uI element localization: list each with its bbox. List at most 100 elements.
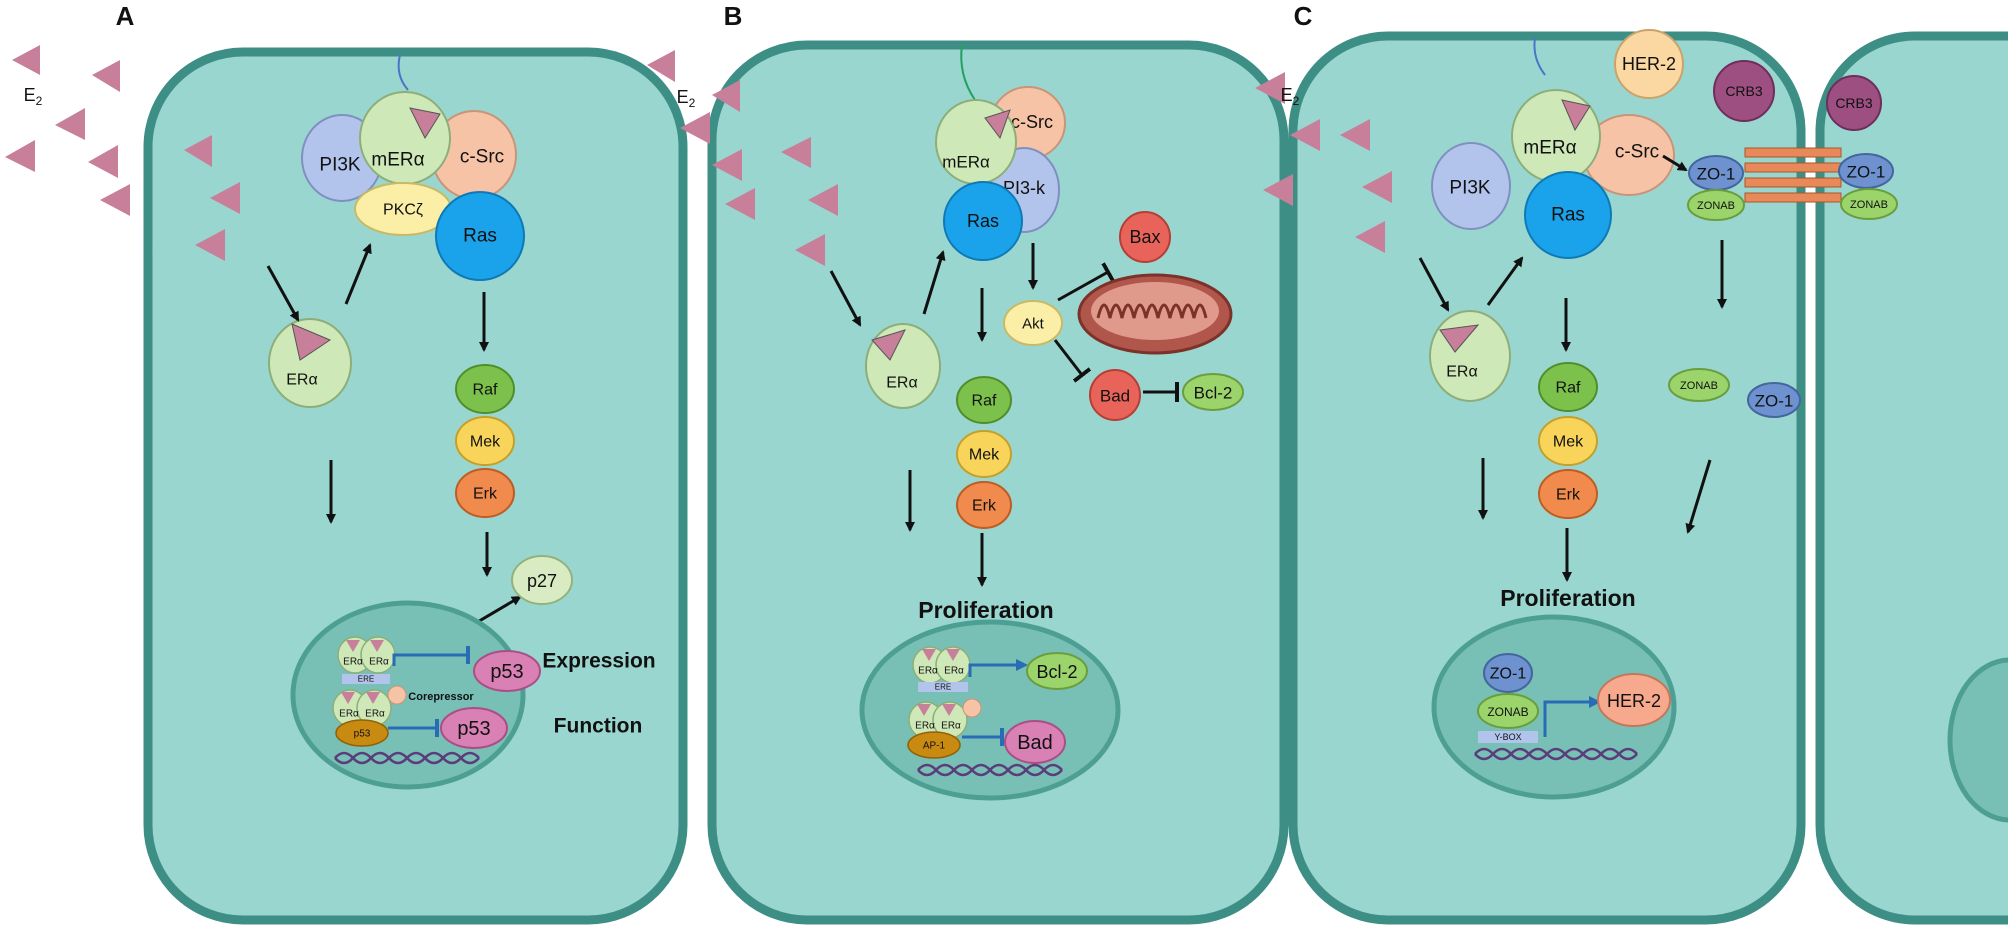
e2-label-a: E2 xyxy=(24,85,43,108)
bcl2-label-b: Bcl-2 xyxy=(1194,384,1233,403)
zo1-cyto-label-c: ZO-1 xyxy=(1755,392,1794,411)
activation-line-bcl2-b xyxy=(968,659,1028,677)
svg-text:ERE: ERE xyxy=(935,683,951,692)
p53-expression-label-a: p53 xyxy=(490,661,523,683)
panel-a: A E2 PI3K c-Src mERα PKCζ xyxy=(5,1,688,925)
ras-b xyxy=(943,181,1023,261)
c-src-label-c: c-Src xyxy=(1615,142,1659,163)
erk-label-a: Erk xyxy=(473,486,498,503)
mek-label-a: Mek xyxy=(470,434,501,451)
zo1-right-c xyxy=(1838,153,1894,189)
bcl2-b xyxy=(1182,373,1244,411)
er-alpha-b xyxy=(865,323,941,409)
bad-nucleus-b xyxy=(1004,720,1066,764)
zonab-left-label-c: ZONAB xyxy=(1697,200,1735,212)
panel-c: C E2 PI3K c-Src mERα Ras HER-2 CRB3 xyxy=(1255,1,2008,925)
estradiol-triangles-outside-c xyxy=(1255,72,1293,206)
er-alpha-a xyxy=(268,318,352,408)
expression-label-a: Expression xyxy=(542,650,655,673)
estradiol-triangles-outside-b xyxy=(647,50,740,144)
raf-label-b: Raf xyxy=(972,393,997,410)
svg-text:ERα: ERα xyxy=(944,666,964,677)
bad-nucleus-label-b: Bad xyxy=(1017,732,1053,754)
inhibit-bax-b xyxy=(1057,262,1115,302)
bcl2-nucleus-label-b: Bcl-2 xyxy=(1036,662,1077,682)
ras-label-c: Ras xyxy=(1551,205,1585,226)
her2-nucleus-c xyxy=(1597,673,1671,727)
mek-a xyxy=(455,416,515,466)
bcl2-nucleus-b xyxy=(1026,652,1088,690)
function-label-a: Function xyxy=(554,715,643,738)
nucleus-c-neighbor xyxy=(1947,657,2008,823)
e2-label-c: E2 xyxy=(1281,85,1300,108)
p53-small-a xyxy=(335,719,389,747)
pi3k-label-b: PI3-k xyxy=(1003,178,1046,198)
svg-text:ERα: ERα xyxy=(915,721,935,732)
svg-text:ERα: ERα xyxy=(941,721,961,732)
p53-expression-a xyxy=(473,650,541,692)
zo1-left-label-c: ZO-1 xyxy=(1697,165,1736,184)
ras-c xyxy=(1524,171,1612,259)
mera-c xyxy=(1511,89,1601,183)
zonab-cyto-label-c: ZONAB xyxy=(1680,380,1718,392)
raf-label-c: Raf xyxy=(1556,380,1581,397)
dna-a xyxy=(334,751,480,765)
akt-label-b: Akt xyxy=(1022,316,1045,333)
ap1-b xyxy=(907,731,961,759)
er-alpha-label-b: ERα xyxy=(886,375,917,392)
mera-label-b: mERα xyxy=(942,153,990,172)
crb3-left-c xyxy=(1713,60,1775,122)
ras-label-a: Ras xyxy=(463,226,497,247)
pi3k-c xyxy=(1431,142,1511,230)
er-alpha-label-c: ERα xyxy=(1446,364,1477,381)
estradiol-triangles-inside-a xyxy=(184,135,240,261)
mek-label-b: Mek xyxy=(969,447,1000,464)
her2-nucleus-label-c: HER-2 xyxy=(1607,691,1661,711)
p27-label-a: p27 xyxy=(527,571,557,591)
p53-small-label-a: p53 xyxy=(354,729,371,740)
zo1-cyto-c xyxy=(1747,382,1801,418)
erk-label-c: Erk xyxy=(1556,487,1581,504)
activation-line-her2-c xyxy=(1543,696,1601,737)
her2-membrane-label-c: HER-2 xyxy=(1622,54,1676,74)
mek-c xyxy=(1538,416,1598,466)
ras-a xyxy=(435,191,525,281)
panel-b-letter: B xyxy=(724,1,743,31)
zonab-nucleus-c xyxy=(1477,693,1539,729)
zo1-right-label-c: ZO-1 xyxy=(1847,163,1886,182)
erk-b xyxy=(956,481,1012,529)
p53-function-label-a: p53 xyxy=(457,718,490,740)
estradiol-triangles-inside-b xyxy=(712,137,838,266)
svg-text:ERα: ERα xyxy=(365,709,385,720)
er-alpha-label-a: ERα xyxy=(286,372,317,389)
raf-b xyxy=(956,376,1012,424)
membrane-tether-b xyxy=(960,44,976,101)
estradiol-triangles-outside-a xyxy=(5,45,130,216)
arrow-b-1 xyxy=(829,270,862,327)
membrane-tether-a xyxy=(397,54,409,91)
arrow-b-2 xyxy=(922,250,946,315)
erk-c xyxy=(1538,469,1598,519)
arrow-c-4 xyxy=(1662,154,1688,172)
p53-function-a xyxy=(440,707,508,749)
cell-a xyxy=(143,47,688,925)
bad-b xyxy=(1089,369,1141,421)
mitochondrion-b xyxy=(1077,273,1233,355)
akt-b xyxy=(1003,300,1063,346)
corepressor-label-a: Corepressor xyxy=(408,691,474,703)
er-alpha-ligand-c xyxy=(1439,324,1480,353)
mera-label-a: mERα xyxy=(371,150,424,171)
zonab-cyto-c xyxy=(1668,368,1730,402)
proliferation-label-c: Proliferation xyxy=(1500,585,1635,611)
svg-text:ERα: ERα xyxy=(343,657,363,668)
c-src-label-a: c-Src xyxy=(460,147,504,168)
erk-a xyxy=(455,468,515,518)
ras-label-b: Ras xyxy=(967,211,999,231)
raf-a xyxy=(455,364,515,414)
zonab-nucleus-label-c: ZONAB xyxy=(1487,705,1528,719)
er-dimer-bottom-b: ERα ERα xyxy=(908,698,982,739)
er-dimer-top-a: ERα ERα ERE xyxy=(337,636,396,684)
zonab-left-c xyxy=(1687,189,1745,221)
mek-label-c: Mek xyxy=(1553,434,1584,451)
